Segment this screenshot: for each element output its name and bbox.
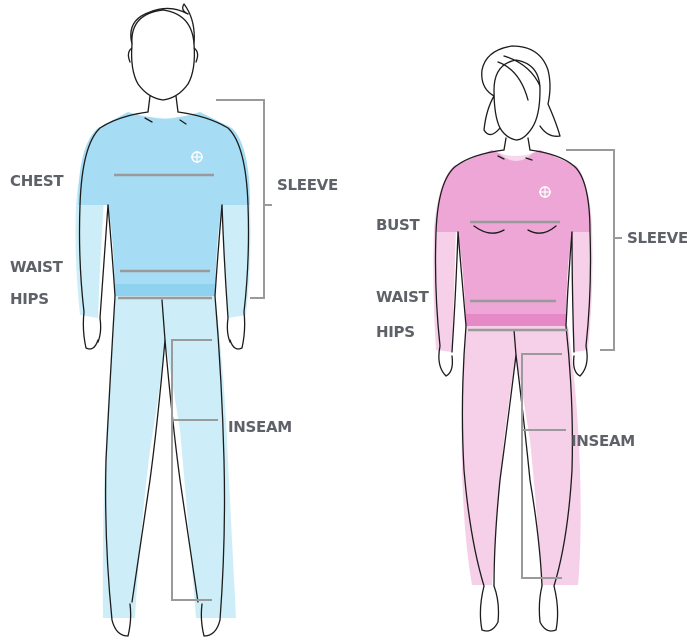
male-figure [76,4,251,636]
male-waist-label: WAIST [10,260,63,275]
female-hair-strand [498,56,540,100]
male-head-outline [132,10,195,100]
female-sleeve-label: SLEEVE [627,231,687,246]
female-inseam-label: INSEAM [571,434,635,449]
male-neck-outline [148,96,178,112]
male-pants-fill [103,296,236,618]
female-waist-label: WAIST [376,290,429,305]
female-head-outline [494,60,540,140]
female-figure [433,46,592,631]
male-hem-band [115,284,215,296]
male-hips-label: HIPS [10,292,49,307]
female-hair-left [484,96,500,135]
female-hem-band [466,314,566,326]
male-sleeve-label: SLEEVE [277,178,338,193]
female-bust-label: BUST [376,218,419,233]
female-hips-label: HIPS [376,325,415,340]
male-inseam-label: INSEAM [228,420,292,435]
male-chest-label: CHEST [10,174,63,189]
